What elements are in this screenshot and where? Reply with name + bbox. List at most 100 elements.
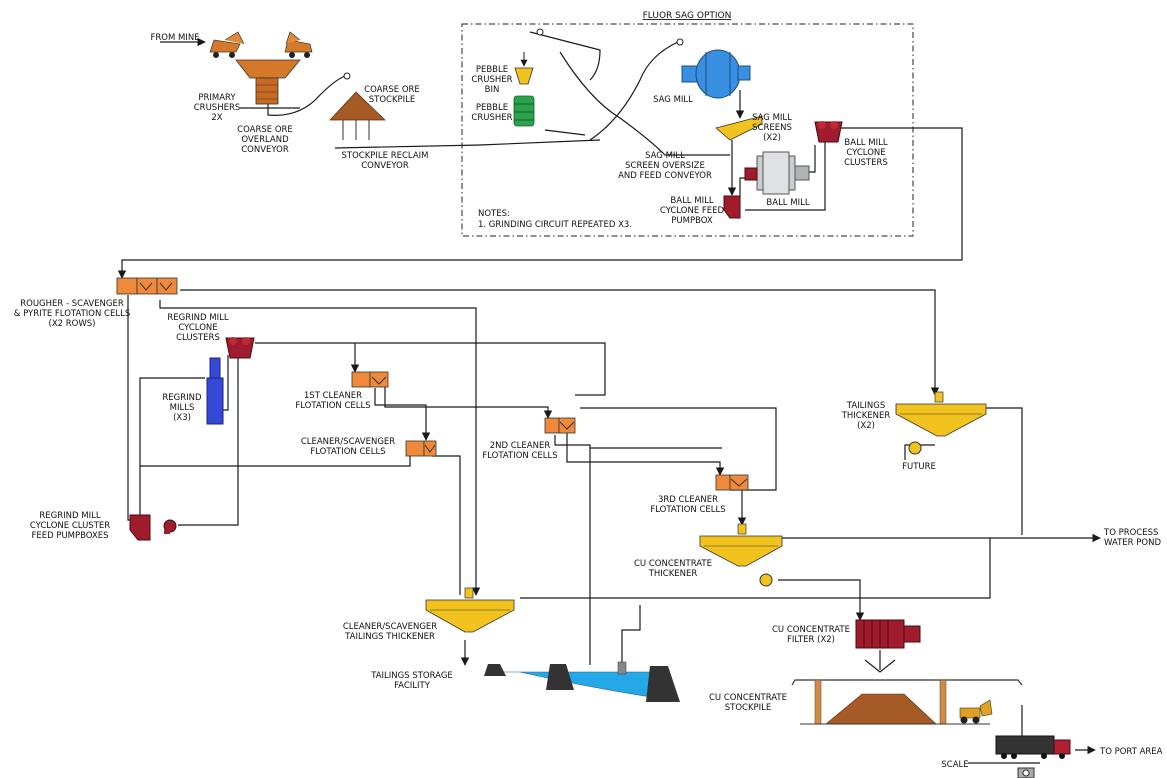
- scale-icon: [1017, 767, 1035, 778]
- flow-line: [778, 579, 865, 621]
- flow-line: [739, 177, 757, 198]
- future-label: FUTURE: [902, 462, 936, 472]
- from-mine-label: FROM MINE: [150, 33, 199, 43]
- flow-line: [374, 388, 431, 441]
- flotation-cell-icon: [544, 417, 576, 434]
- conveyor-pulley-icon: [536, 28, 544, 36]
- flow-line: [621, 605, 641, 665]
- pump-icon: [759, 573, 773, 587]
- filter-press-icon: [855, 619, 921, 649]
- pumpbox-icon: [723, 195, 741, 219]
- flotation-cell-icon: [351, 371, 389, 388]
- pebble-bin-icon: [514, 52, 534, 85]
- sag-screen-icon: [715, 115, 763, 141]
- flow-line: [382, 379, 553, 419]
- haul-truck-icon: [284, 31, 313, 58]
- flow-line: [267, 75, 346, 116]
- pump-icon: [163, 519, 177, 534]
- flotation-cell-icon: [715, 474, 749, 491]
- flow-line: [520, 538, 991, 599]
- flow-line: [554, 435, 591, 665]
- flow-line: [140, 455, 411, 467]
- pump-icon: [908, 441, 922, 455]
- sag-option-boundary: [461, 23, 914, 237]
- flow-line: [559, 51, 730, 156]
- diagram-title: FLUOR SAG OPTION: [643, 11, 732, 21]
- flow-line: [432, 455, 461, 595]
- flow-line: [864, 659, 896, 673]
- conveyor-pulley-icon: [343, 72, 351, 80]
- flow-line: [1020, 705, 1023, 741]
- flow-line: [127, 295, 140, 521]
- flow-line: [566, 430, 725, 476]
- cyclone-cluster-icon: [225, 337, 255, 359]
- pumpbox-icon: [129, 514, 151, 541]
- conveyor-pulley-icon: [676, 38, 684, 46]
- loader-icon: [959, 699, 993, 724]
- flow-line: [334, 139, 601, 149]
- regrind-mill-icon: [206, 357, 224, 425]
- flow-line: [180, 289, 940, 396]
- flow-line: [580, 407, 777, 491]
- haul-truck-icon: [209, 31, 245, 58]
- sag-mill-icon: [681, 49, 751, 99]
- flow-line: [255, 342, 606, 396]
- flotation-cell-icon: [405, 440, 437, 457]
- thickener-icon: [425, 587, 515, 633]
- rougher-label: ROUGHER - SCAVENGER& PYRITE FLOTATION CE…: [14, 299, 130, 329]
- stockpile-icon: [329, 91, 386, 140]
- flow-line: [745, 135, 826, 211]
- stockpile-icon: [791, 679, 1023, 725]
- sag-mill-label: SAG MILL: [653, 95, 693, 105]
- flow-line: [159, 300, 481, 596]
- scale-label: SCALE: [941, 760, 968, 770]
- notes-heading: NOTES:: [478, 209, 510, 219]
- flow-line: [985, 407, 1023, 535]
- flow-line: [117, 127, 963, 279]
- cyclone-cluster-icon: [814, 121, 843, 143]
- flow-lines: [117, 31, 1101, 764]
- haul-truck-trailer-icon: [995, 735, 1071, 759]
- flow-line: [904, 444, 935, 460]
- port-area-label: TO PORT AREA: [1099, 747, 1163, 757]
- flow-line: [544, 129, 586, 136]
- ball-mill-icon: [744, 151, 810, 195]
- crusher-icon: [235, 59, 301, 105]
- notes-line: 1. GRINDING CIRCUIT REPEATED X3.: [478, 220, 632, 230]
- thickener-icon: [895, 391, 987, 437]
- flow-line: [178, 349, 243, 526]
- tailings-storage-icon: [484, 661, 680, 702]
- flow-line: [589, 41, 679, 141]
- flow-line: [529, 31, 601, 81]
- pebble-crusher-icon: [513, 95, 535, 127]
- flotation-cell-icon: [116, 277, 178, 295]
- thickener-icon: [699, 523, 783, 567]
- flow-line: [139, 377, 205, 520]
